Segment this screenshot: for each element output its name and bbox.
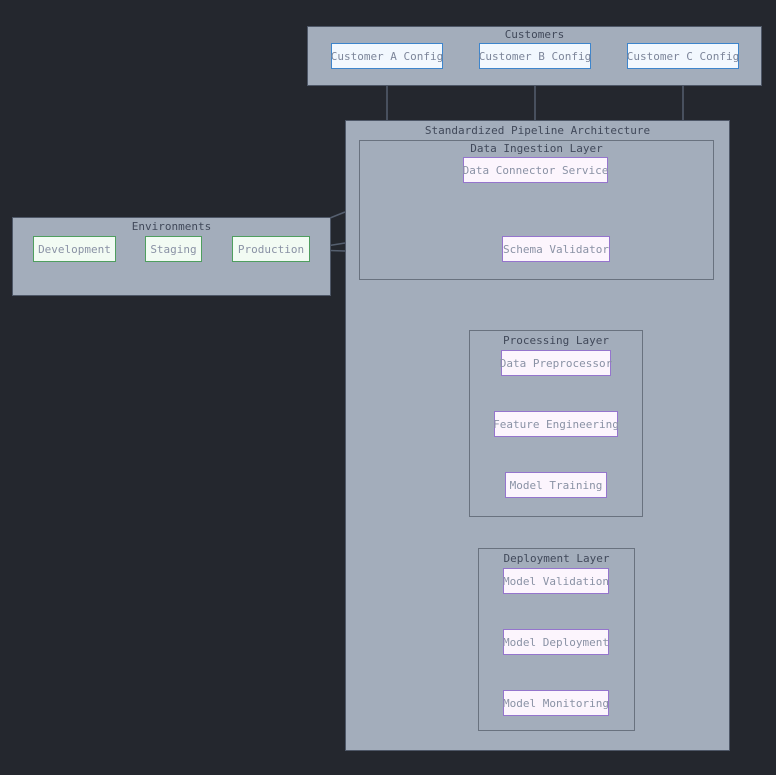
cluster-processing-layer: Processing Layer (469, 330, 643, 517)
cluster-title-data-ingestion-layer: Data Ingestion Layer (470, 142, 603, 155)
node-feature-engineering[interactable]: Feature Engineering (493, 411, 619, 437)
node-schema-validator[interactable]: Schema Validator (502, 236, 610, 262)
node-model-deployment[interactable]: Model Deployment (503, 629, 609, 655)
cluster-data-ingestion-layer: Data Ingestion Layer (359, 140, 714, 280)
cluster-deployment-layer: Deployment Layer (478, 548, 635, 731)
cluster-title-deployment-layer: Deployment Layer (503, 552, 610, 565)
node-customer-b-config[interactable]: Customer B Config (479, 43, 591, 69)
node-staging[interactable]: Staging (145, 236, 202, 262)
cluster-title-processing-layer: Processing Layer (503, 334, 609, 347)
node-data-connector-service[interactable]: Data Connector Service (463, 157, 608, 183)
node-model-validation[interactable]: Model Validation (503, 568, 609, 594)
cluster-title-pipeline: Standardized Pipeline Architecture (424, 124, 651, 137)
node-model-monitoring[interactable]: Model Monitoring (503, 690, 609, 716)
cluster-title-customers: Customers (504, 28, 565, 41)
cluster-title-environments: Environments (131, 220, 212, 233)
node-development[interactable]: Development (33, 236, 116, 262)
node-customer-c-config[interactable]: Customer C Config (627, 43, 739, 69)
node-customer-a-config[interactable]: Customer A Config (331, 43, 443, 69)
node-production[interactable]: Production (232, 236, 310, 262)
node-model-training[interactable]: Model Training (505, 472, 607, 498)
node-data-preprocessor[interactable]: Data Preprocessor (500, 350, 612, 376)
